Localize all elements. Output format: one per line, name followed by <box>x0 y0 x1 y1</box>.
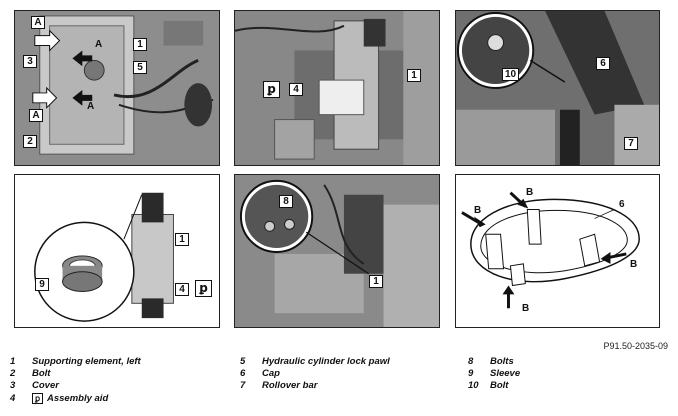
assembly-aid-icon: ꝑ <box>195 280 212 297</box>
callout-1: 1 <box>369 275 383 288</box>
callout-6: 6 <box>596 57 610 70</box>
callout-10: 10 <box>502 68 520 81</box>
callout-3: 3 <box>23 55 37 68</box>
callout-4: 4 <box>175 283 189 296</box>
photo-bolts-illustration <box>235 175 439 327</box>
label-b-4: B <box>522 303 530 314</box>
label-a-2: A <box>95 39 103 50</box>
callout-6: 6 <box>619 199 625 210</box>
callout-1: 1 <box>133 38 147 51</box>
photo-supporting-element: 1 3 5 2 A A A A <box>14 10 220 166</box>
callout-5: 5 <box>133 61 147 74</box>
label-a-4: A <box>87 101 95 112</box>
label-a-1: A <box>31 16 45 29</box>
callout-2: 2 <box>23 135 37 148</box>
label-a-3: A <box>29 109 43 122</box>
callout-7: 7 <box>624 137 638 150</box>
label-b-1: B <box>526 187 534 198</box>
drawing-cap: B B B B B 6 <box>455 174 660 328</box>
photo-assembly-aid: ꝑ 4 1 <box>234 10 440 166</box>
drawing-sleeve-illustration <box>15 175 219 327</box>
label-b-2: B <box>474 205 482 216</box>
photo-supporting-element-illustration <box>15 11 219 165</box>
photo-rollover-bar: 10 6 7 <box>455 10 660 166</box>
drawing-cap-illustration <box>456 175 659 327</box>
callout-4: 4 <box>289 83 303 96</box>
callout-9: 9 <box>35 278 49 291</box>
drawing-sleeve: 1 9 4 ꝑ <box>14 174 220 328</box>
callout-1: 1 <box>175 233 189 246</box>
callout-1: 1 <box>407 69 421 82</box>
label-b-3: B <box>630 259 638 270</box>
assembly-aid-icon: ꝑ <box>32 393 43 404</box>
figure-reference: P91.50-2035-09 <box>603 341 668 351</box>
assembly-aid-icon: ꝑ <box>263 81 280 98</box>
photo-bolts: 8 1 <box>234 174 440 328</box>
callout-8: 8 <box>279 195 293 208</box>
